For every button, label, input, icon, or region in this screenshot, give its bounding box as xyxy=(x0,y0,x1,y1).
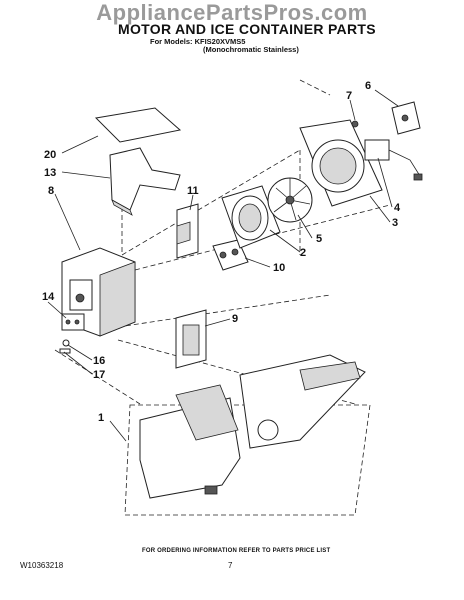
washer xyxy=(62,339,70,347)
leader-13 xyxy=(61,171,111,179)
fan-shroud xyxy=(221,185,281,249)
callout-20: 20 xyxy=(44,149,56,161)
callout-6: 6 xyxy=(365,80,371,92)
callout-9: 9 xyxy=(232,313,238,325)
leader-16 xyxy=(67,344,93,361)
leader-10 xyxy=(244,257,271,268)
fan-blade xyxy=(267,177,313,223)
callout-10: 10 xyxy=(273,262,285,274)
leader-5 xyxy=(297,214,313,239)
leader-6 xyxy=(374,89,399,107)
leader-8 xyxy=(54,193,81,251)
leader-7 xyxy=(349,99,356,121)
switch-assembly xyxy=(61,313,85,331)
ice-container xyxy=(139,354,366,499)
leader-14 xyxy=(47,301,67,319)
callout-11: 11 xyxy=(187,185,199,197)
mounting-screw xyxy=(351,120,359,128)
ordering-note: FOR ORDERING INFORMATION REFER TO PARTS … xyxy=(142,548,331,554)
leader-3 xyxy=(369,195,391,223)
page-title: MOTOR AND ICE CONTAINER PARTS xyxy=(118,21,376,37)
variant-line: (Monochromatic Stainless) xyxy=(203,45,299,54)
document-number: W10363218 xyxy=(20,561,64,570)
motor-mount-plate xyxy=(299,119,383,207)
leader-4 xyxy=(377,157,393,208)
page-number: 7 xyxy=(228,561,233,570)
assembly-guide-lower xyxy=(117,294,331,328)
leader-11 xyxy=(189,194,194,211)
callout-16: 16 xyxy=(93,355,105,367)
thin-guide xyxy=(121,79,331,255)
callout-5: 5 xyxy=(316,233,322,245)
bracket xyxy=(176,203,199,259)
callout-17: 17 xyxy=(93,369,105,381)
callout-8: 8 xyxy=(48,185,54,197)
connector-block xyxy=(212,239,249,271)
callout-1: 1 xyxy=(98,412,104,424)
model-line: For Models: KFIS20XVMS5 xyxy=(150,37,246,46)
leader-17 xyxy=(63,351,93,375)
evaporator-fan-motor xyxy=(364,139,423,181)
callout-3: 3 xyxy=(392,217,398,229)
callout-4: 4 xyxy=(394,202,401,214)
watermark: AppliancePartsPros.com xyxy=(96,0,368,25)
leader-2 xyxy=(269,229,301,253)
air-duct xyxy=(109,147,181,216)
leader-9 xyxy=(204,318,231,327)
leader-20 xyxy=(61,135,99,154)
leader-1 xyxy=(109,420,127,442)
callout-2: 2 xyxy=(300,247,306,259)
callout-13: 13 xyxy=(44,167,56,179)
assembly-guide-upper xyxy=(121,149,301,256)
cover-plate xyxy=(175,309,207,369)
insulation-pad xyxy=(94,107,182,143)
motor-bracket xyxy=(391,101,421,135)
callout-7: 7 xyxy=(346,90,352,102)
callout-14: 14 xyxy=(42,291,55,303)
